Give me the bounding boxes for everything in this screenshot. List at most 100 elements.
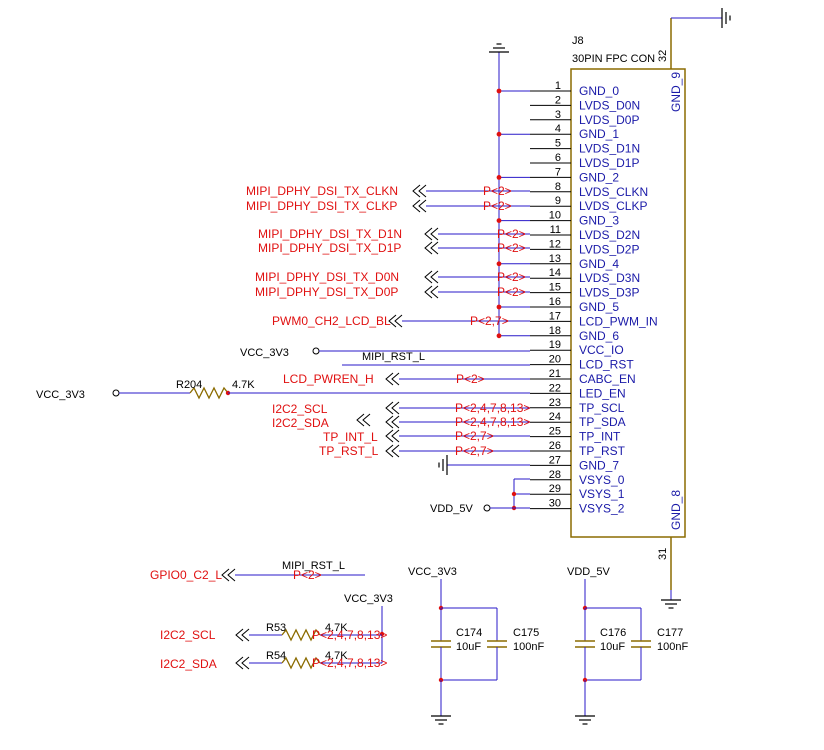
c174-ref: C174 <box>456 627 482 639</box>
page-ref-tp-int: P<2,7> <box>455 429 494 443</box>
pin-name: GND_1 <box>579 127 619 141</box>
pin-name: LVDS_D0P <box>579 113 639 127</box>
net-label-mipi-rst-gpio: MIPI_RST_L <box>282 560 345 572</box>
net-label-gpio0-c2: GPIO0_C2_L <box>150 568 222 582</box>
r204-value: 4.7K <box>232 379 255 391</box>
pin-name: LVDS_D3N <box>579 271 640 285</box>
offpage-arrow-dsi-d1n <box>424 227 439 241</box>
pin-number: 5 <box>555 138 561 150</box>
gnd-junction <box>496 175 502 180</box>
pin-number: 17 <box>549 310 561 322</box>
net-label-tp-int: TP_INT_L <box>323 430 378 444</box>
pin-number: 10 <box>549 210 561 222</box>
r54-ref: R54 <box>266 650 286 662</box>
pin-name: GND_5 <box>579 300 619 314</box>
pin-name: GND_4 <box>579 257 619 271</box>
connector-body <box>570 68 686 538</box>
dsi-d0p-net: MIPI_DPHY_DSI_TX_D0P P<2> <box>255 285 530 299</box>
page-ref-dsi-d0n: P<2> <box>497 270 526 284</box>
offpage-arrow-lcd-pwren <box>385 372 400 386</box>
pin-name: LED_EN <box>579 386 626 400</box>
gnd7-net <box>438 454 530 476</box>
net-label-dsi-clkn: MIPI_DPHY_DSI_TX_CLKN <box>246 184 398 198</box>
pin-number: 19 <box>549 339 561 351</box>
pin-number: 29 <box>549 483 561 495</box>
pin-number: 26 <box>549 440 561 452</box>
net-label-pwm: PWM0_CH2_LCD_BL <box>272 314 391 328</box>
net-label-vcc-3v3-pin19: VCC_3V3 <box>240 347 289 359</box>
pin-number: 6 <box>555 152 561 164</box>
pin-name: LVDS_D2P <box>579 242 639 256</box>
offpage-arrow-pwm <box>388 314 403 328</box>
tp-int-net: TP_INT_L P<2,7> <box>323 429 530 444</box>
gnd-symbol-pin27 <box>438 454 458 476</box>
gnd-junction <box>496 218 502 224</box>
page-ref-pwm: P<2,7> <box>470 314 509 328</box>
tp-sda-net: I2C2_SDA P<2,4,7,8,13> <box>272 413 530 430</box>
c174-value: 10uF <box>456 641 481 653</box>
pin-name: LCD_PWM_IN <box>579 314 658 328</box>
net-label-dsi-d1n: MIPI_DPHY_DSI_TX_D1N <box>258 227 402 241</box>
pin-number: 9 <box>555 195 561 207</box>
pin-name: GND_2 <box>579 170 619 184</box>
pin-number: 28 <box>549 469 561 481</box>
vsys-net: VDD_5V <box>430 478 530 515</box>
gnd-symbol-bus <box>488 43 510 63</box>
pin-number: 24 <box>549 411 561 423</box>
pin-number: 18 <box>549 325 561 337</box>
net-label-i2c2-scl-pullup: I2C2_SCL <box>160 628 216 642</box>
pin-name: LVDS_D0N <box>579 98 640 112</box>
net-label-dsi-d0p: MIPI_DPHY_DSI_TX_D0P <box>255 285 398 299</box>
c175-ref: C175 <box>513 627 539 639</box>
dsi-d1n-net: MIPI_DPHY_DSI_TX_D1N P<2> <box>258 227 530 241</box>
tp-rst-net: TP_RST_L P<2,7> <box>319 444 530 458</box>
page-ref-tp-rst: P<2,7> <box>455 444 494 458</box>
r204-ref: R204 <box>176 379 202 391</box>
net-label-vdd-5v-decap: VDD_5V <box>567 566 610 578</box>
pin-number: 21 <box>549 368 561 380</box>
gnd-bus-taps <box>496 88 530 339</box>
vcc-io-net: VCC_3V3 <box>240 347 530 359</box>
pin-name: TP_SCL <box>579 401 625 415</box>
connector-gnd8-label: GND_8 <box>669 490 683 530</box>
net-label-dsi-clkp: MIPI_DPHY_DSI_TX_CLKP <box>246 199 397 213</box>
c177-ref: C177 <box>657 627 683 639</box>
page-ref-dsi-clkp: P<2> <box>483 199 512 213</box>
net-label-vcc-3v3-decap: VCC_3V3 <box>408 566 457 578</box>
pin-name: GND_0 <box>579 84 619 98</box>
pin-number: 7 <box>555 166 561 178</box>
offpage-arrow-dsi-clkn <box>412 184 427 198</box>
mipi-rst-net: MIPI_RST_L <box>342 351 530 366</box>
resistor-r53 <box>281 628 321 642</box>
lcd-pwren-net: LCD_PWREN_H P<2> <box>283 372 530 386</box>
r54-value: 4.7K <box>325 650 348 662</box>
r53-ref: R53 <box>266 622 286 634</box>
gnd-junction <box>496 88 502 94</box>
pin-number: 15 <box>549 282 561 294</box>
pin-number: 8 <box>555 181 561 193</box>
gnd-symbol-top-right <box>711 7 731 29</box>
pin-name: GND_6 <box>579 329 619 343</box>
resistor-r204 <box>189 386 229 400</box>
pin-number: 30 <box>549 498 561 510</box>
c176-ref: C176 <box>600 627 626 639</box>
pin-number: 3 <box>555 109 561 121</box>
pin-name: GND_7 <box>579 458 619 472</box>
page-ref-dsi-d1n: P<2> <box>497 227 526 241</box>
gnd-symbol-bottom-right <box>660 589 682 609</box>
pin-name: TP_RST <box>579 444 626 458</box>
c175-value: 100nF <box>513 641 544 653</box>
pin-name: TP_SDA <box>579 415 626 429</box>
r53-value: 4.7K <box>325 622 348 634</box>
c177-value: 100nF <box>657 641 688 653</box>
pin-name: TP_INT <box>579 430 621 444</box>
decap-vdd-5v: VDD_5V C176 10uF C177 100nF <box>567 566 688 725</box>
offpage-arrow-dsi-d1p <box>424 241 439 255</box>
pin-name: LVDS_D1N <box>579 142 640 156</box>
page-ref-tp-sda: P<2,4,7,8,13> <box>455 415 530 429</box>
dsi-d0n-net: MIPI_DPHY_DSI_TX_D0N P<2> <box>255 270 530 284</box>
pin-name: LVDS_D1P <box>579 156 639 170</box>
pin-number: 14 <box>549 267 561 279</box>
connector-name: 30PIN FPC CON <box>572 53 655 65</box>
